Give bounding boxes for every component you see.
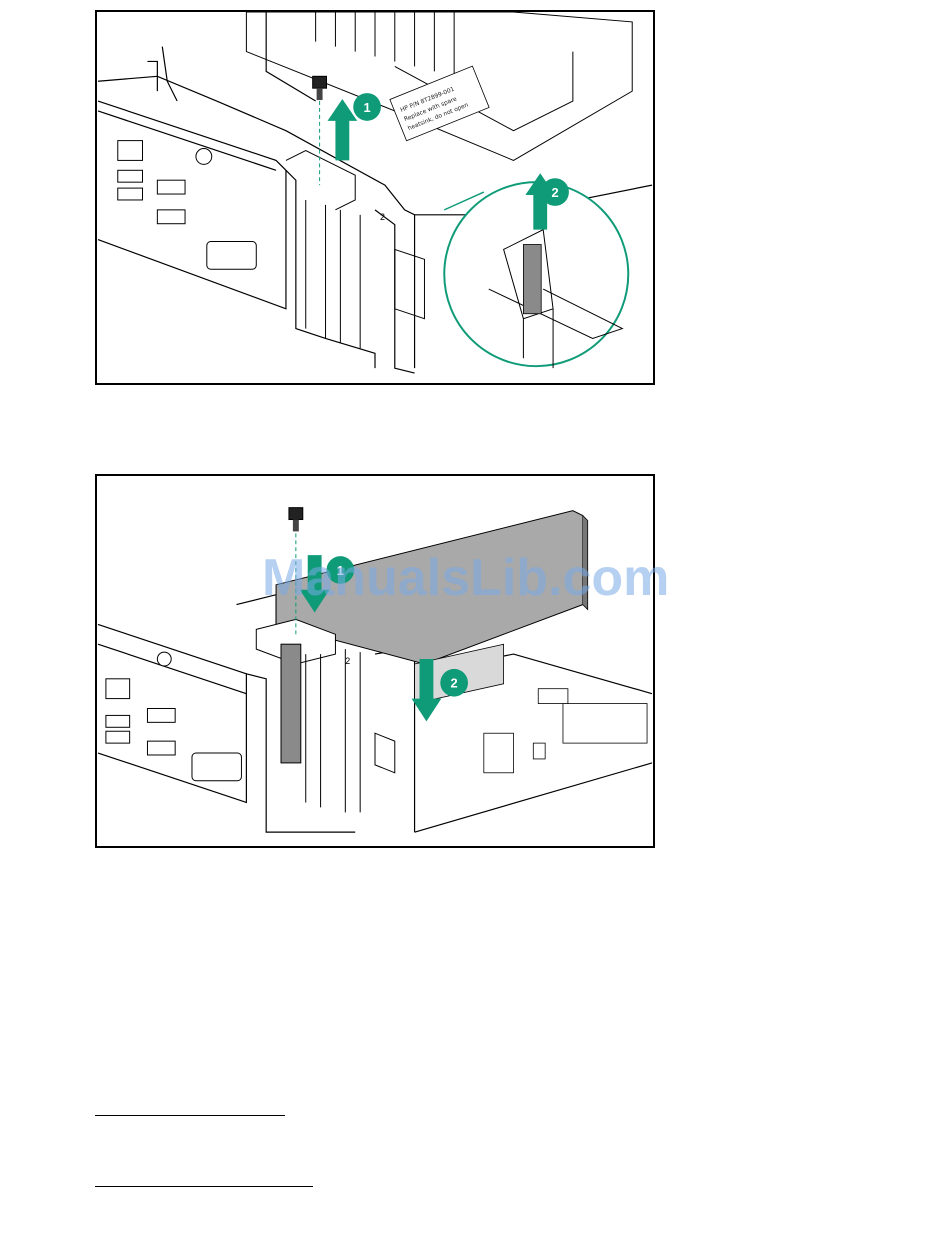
callout-1: 1 (353, 93, 381, 121)
callout-1-text: 1 (364, 100, 371, 115)
screw-icon (313, 76, 327, 100)
callout-1-text: 1 (337, 563, 344, 578)
motherboard-components (484, 689, 647, 773)
footnote-rule-1 (95, 1115, 285, 1116)
figure-install-expansion-board: 1 2 2 (95, 474, 655, 848)
figure-remove-slot-cover: HP P/N 8T2899-001 Replace with spare hea… (95, 10, 655, 385)
detail-magnifier: 2 (444, 173, 628, 368)
callout-2: 2 (440, 669, 468, 697)
slot-marker: 2 (380, 212, 385, 222)
rear-io-ports (106, 652, 242, 781)
callout-1: 1 (327, 556, 355, 584)
arrow-up-1-icon (328, 99, 358, 160)
slot-marker: 2 (345, 656, 350, 666)
illustration-2: 1 2 2 (97, 476, 653, 846)
screw-icon (289, 508, 303, 532)
callout-2-text: 2 (451, 676, 458, 691)
footnote-rule-2 (95, 1186, 313, 1187)
illustration-1: HP P/N 8T2899-001 Replace with spare hea… (97, 12, 653, 383)
rear-io-ports (118, 141, 257, 270)
callout-2-text: 2 (551, 185, 558, 200)
slot-bracket (286, 151, 425, 349)
